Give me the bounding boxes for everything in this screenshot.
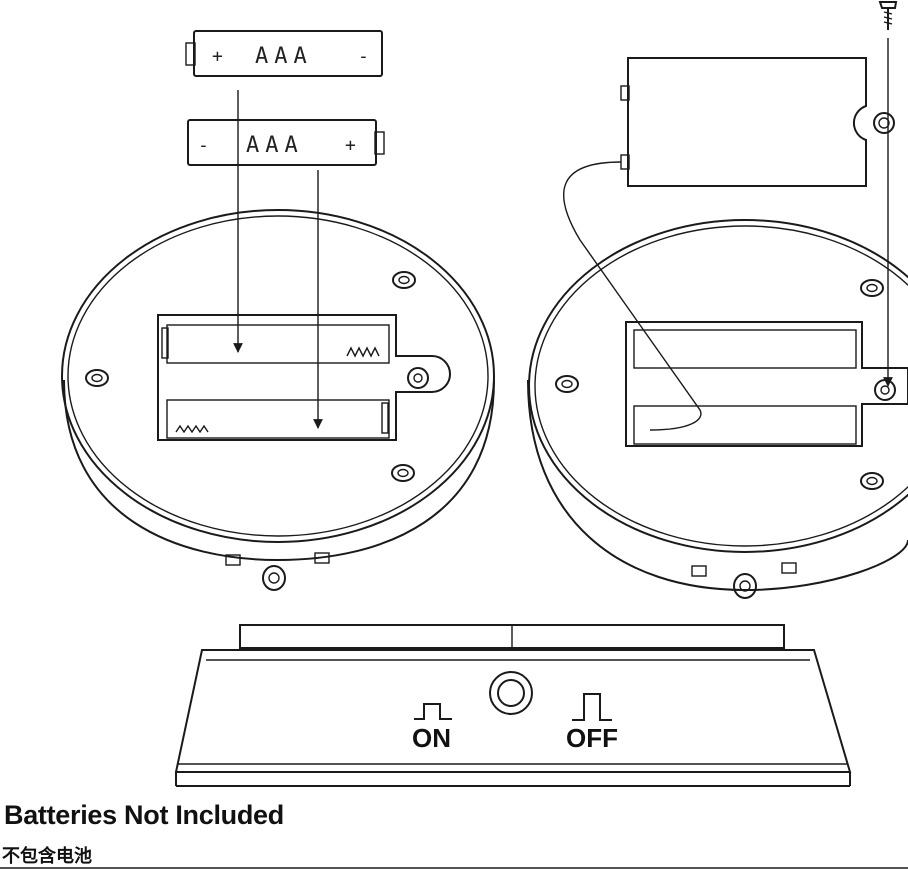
battery-bottom-minus: - — [198, 135, 209, 156]
power-button[interactable] — [489, 671, 533, 715]
switch-off-label: OFF — [566, 723, 618, 753]
screw-icon — [860, 279, 884, 297]
base-right-top-view — [527, 219, 908, 599]
off-position-icon — [572, 693, 612, 721]
screw-icon — [860, 472, 884, 490]
switch-on-label: ON — [412, 723, 451, 753]
aaa-battery-bottom: - AAA + — [187, 119, 385, 166]
battery-top-plus: + — [212, 46, 223, 67]
base-side-view: ON OFF — [174, 624, 852, 787]
aaa-battery-top: + AAA - — [185, 30, 383, 77]
caption-english: Batteries Not Included — [4, 800, 284, 830]
screw-icon — [391, 464, 415, 482]
battery-top-minus: - — [358, 46, 369, 67]
screw-icon — [555, 375, 579, 393]
screw-icon — [878, 0, 898, 30]
base-left-top-view — [61, 209, 495, 591]
nine-volt-battery — [563, 57, 895, 431]
screw-icon — [85, 369, 109, 387]
battery-bottom-label: AAA — [246, 133, 304, 158]
screw-icon — [392, 271, 416, 289]
battery-bottom-plus: + — [345, 135, 356, 156]
on-position-icon — [414, 703, 452, 720]
battery-top-label: AAA — [255, 44, 313, 69]
caption-chinese: 不包含电池 — [2, 846, 92, 867]
